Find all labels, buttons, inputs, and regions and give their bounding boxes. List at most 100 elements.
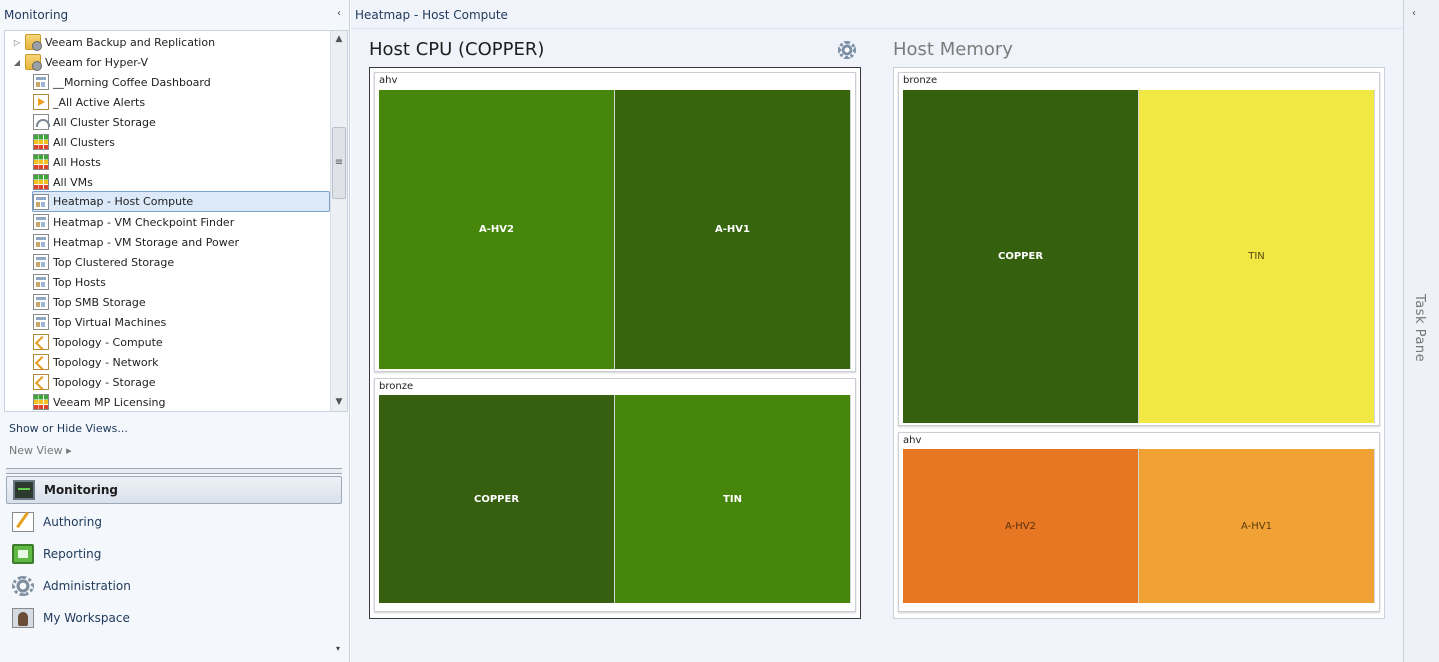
tree-item-label: __Morning Coffee Dashboard xyxy=(53,75,211,89)
tree-item-topology-storage[interactable]: Topology - Storage xyxy=(33,372,156,392)
wunderbar-label: Administration xyxy=(43,579,131,593)
wunderbar-label: Monitoring xyxy=(44,483,118,497)
memory-heatmap: bronze COPPER TIN ahv A-HV2 A-HV1 xyxy=(893,67,1385,619)
configure-buttons-icon[interactable]: ▾ xyxy=(336,644,341,653)
heatmap-cell-a-hv2[interactable]: A-HV2 xyxy=(379,90,615,369)
alert-view-icon xyxy=(33,94,49,110)
tree-item-morning-coffee[interactable]: __Morning Coffee Dashboard xyxy=(33,72,211,92)
tree-item-label: Veeam for Hyper-V xyxy=(45,55,148,69)
show-hide-views-link[interactable]: Show or Hide Views... xyxy=(9,422,128,435)
wunderbar-my-workspace[interactable]: My Workspace xyxy=(6,604,342,632)
heatmap-cell-a-hv1[interactable]: A-HV1 xyxy=(1139,449,1375,603)
wunderbar-administration[interactable]: Administration xyxy=(6,572,342,600)
gear-icon[interactable] xyxy=(838,41,856,59)
folder-icon xyxy=(25,54,42,71)
heatmap-group-ahv: ahv A-HV2 A-HV1 xyxy=(374,72,856,372)
expand-task-pane-icon[interactable]: ‹ xyxy=(1412,8,1416,19)
tree-item-label: All VMs xyxy=(53,175,93,189)
performance-view-icon xyxy=(33,114,50,130)
topology-icon xyxy=(33,334,49,350)
dashboard-icon xyxy=(33,314,49,330)
tree-item-all-active-alerts[interactable]: _All Active Alerts xyxy=(33,92,145,112)
dashboard-icon xyxy=(33,193,49,210)
dashboard-icon xyxy=(33,294,49,310)
dashboard-icon xyxy=(33,234,49,250)
tree-item-veeam-backup[interactable]: ▷ Veeam Backup and Replication xyxy=(11,32,215,52)
tree-item-label: Heatmap - Host Compute xyxy=(53,195,194,208)
tree-item-label: Topology - Compute xyxy=(53,335,163,349)
tree-item-label: Heatmap - VM Storage and Power xyxy=(53,235,239,249)
my-workspace-icon xyxy=(12,608,34,628)
tree-item-heatmap-vm-checkpoint[interactable]: Heatmap - VM Checkpoint Finder xyxy=(33,212,234,232)
state-view-icon xyxy=(33,134,49,150)
tree-item-label: Topology - Network xyxy=(53,355,159,369)
tree-item-all-hosts[interactable]: All Hosts xyxy=(33,152,101,172)
tree-item-heatmap-vm-storage[interactable]: Heatmap - VM Storage and Power xyxy=(33,232,239,252)
heatmap-cell-tin[interactable]: TIN xyxy=(615,395,851,603)
wunderbar-authoring[interactable]: Authoring xyxy=(6,508,342,536)
tree-item-label: All Clusters xyxy=(53,135,115,149)
dashboard-area: Host CPU (COPPER) Host Memory ahv A-HV2 … xyxy=(351,28,1403,662)
cpu-panel-title: Host CPU (COPPER) xyxy=(369,39,545,60)
group-label: ahv xyxy=(903,435,922,446)
wunderbar-splitter[interactable] xyxy=(6,468,342,474)
administration-icon xyxy=(12,576,34,596)
task-pane-label[interactable]: Task Pane xyxy=(1412,294,1427,363)
topology-icon xyxy=(33,354,49,370)
tree-item-heatmap-host-compute[interactable]: Heatmap - Host Compute xyxy=(32,191,330,212)
tree-item-top-hosts[interactable]: Top Hosts xyxy=(33,272,106,292)
tree-item-topology-network[interactable]: Topology - Network xyxy=(33,352,158,372)
tree-item-label: All Cluster Storage xyxy=(53,115,156,129)
tree-item-veeam-mp-licensing[interactable]: Veeam MP Licensing xyxy=(33,392,166,411)
tree-item-label: All Hosts xyxy=(53,155,101,169)
tree-item-veeam-hyperv[interactable]: ◢ Veeam for Hyper-V xyxy=(11,52,148,72)
authoring-icon xyxy=(12,512,34,532)
navigation-pane-header: Monitoring xyxy=(4,8,69,22)
tree-item-label: Veeam MP Licensing xyxy=(53,395,166,409)
group-label: bronze xyxy=(903,75,938,86)
heatmap-cell-copper[interactable]: COPPER xyxy=(903,90,1139,423)
tree-item-top-smb-storage[interactable]: Top SMB Storage xyxy=(33,292,146,312)
main-view: Heatmap - Host Compute Host CPU (COPPER)… xyxy=(351,0,1403,662)
heatmap-group-bronze: bronze COPPER TIN xyxy=(898,72,1380,426)
wunderbar-label: My Workspace xyxy=(43,611,130,625)
task-pane[interactable]: ‹ Task Pane xyxy=(1403,0,1439,662)
heatmap-cell-a-hv2[interactable]: A-HV2 xyxy=(903,449,1139,603)
topology-icon xyxy=(33,374,49,390)
collapse-icon[interactable]: ◢ xyxy=(13,57,21,67)
tree-item-all-cluster-storage[interactable]: All Cluster Storage xyxy=(33,112,156,132)
view-title: Heatmap - Host Compute xyxy=(355,8,508,22)
heatmap-cell-a-hv1[interactable]: A-HV1 xyxy=(615,90,851,369)
group-label: bronze xyxy=(379,381,414,392)
state-view-icon xyxy=(33,394,49,410)
tree-item-top-clustered-storage[interactable]: Top Clustered Storage xyxy=(33,252,174,272)
tree-scrollbar[interactable]: ▲ ≡ ▼ xyxy=(330,31,347,411)
heatmap-cell-copper[interactable]: COPPER xyxy=(379,395,615,603)
dashboard-icon xyxy=(33,74,49,90)
tree-item-label: Top Virtual Machines xyxy=(53,315,167,329)
collapse-navigation-icon[interactable]: ‹ xyxy=(337,8,341,19)
heatmap-group-bronze: bronze COPPER TIN xyxy=(374,378,856,612)
tree-item-label: Heatmap - VM Checkpoint Finder xyxy=(53,215,235,229)
memory-panel-title: Host Memory xyxy=(893,39,1013,60)
tree-item-label: Veeam Backup and Replication xyxy=(45,35,216,49)
new-view-link[interactable]: New View ▸ xyxy=(9,444,72,457)
dashboard-icon xyxy=(33,214,49,230)
scrollbar-thumb[interactable]: ≡ xyxy=(332,127,346,199)
tree-item-topology-compute[interactable]: Topology - Compute xyxy=(33,332,163,352)
wunderbar-reporting[interactable]: Reporting xyxy=(6,540,342,568)
wunderbar-monitoring[interactable]: Monitoring xyxy=(6,476,342,504)
wunderbar-label: Reporting xyxy=(43,547,102,561)
expand-icon[interactable]: ▷ xyxy=(13,37,21,47)
scroll-down-icon[interactable]: ▼ xyxy=(335,397,343,407)
tree-item-all-vms[interactable]: All VMs xyxy=(33,172,93,192)
tree-item-top-virtual-machines[interactable]: Top Virtual Machines xyxy=(33,312,166,332)
tree-item-label: Top Clustered Storage xyxy=(53,255,175,269)
tree-item-label: _All Active Alerts xyxy=(53,95,146,109)
scroll-up-icon[interactable]: ▲ xyxy=(335,34,343,44)
tree-item-label: Top Hosts xyxy=(53,275,106,289)
folder-icon xyxy=(25,34,42,51)
navigation-pane: Monitoring ‹ ▷ Veeam Backup and Replicat… xyxy=(0,0,350,662)
heatmap-cell-tin[interactable]: TIN xyxy=(1139,90,1375,423)
tree-item-all-clusters[interactable]: All Clusters xyxy=(33,132,115,152)
